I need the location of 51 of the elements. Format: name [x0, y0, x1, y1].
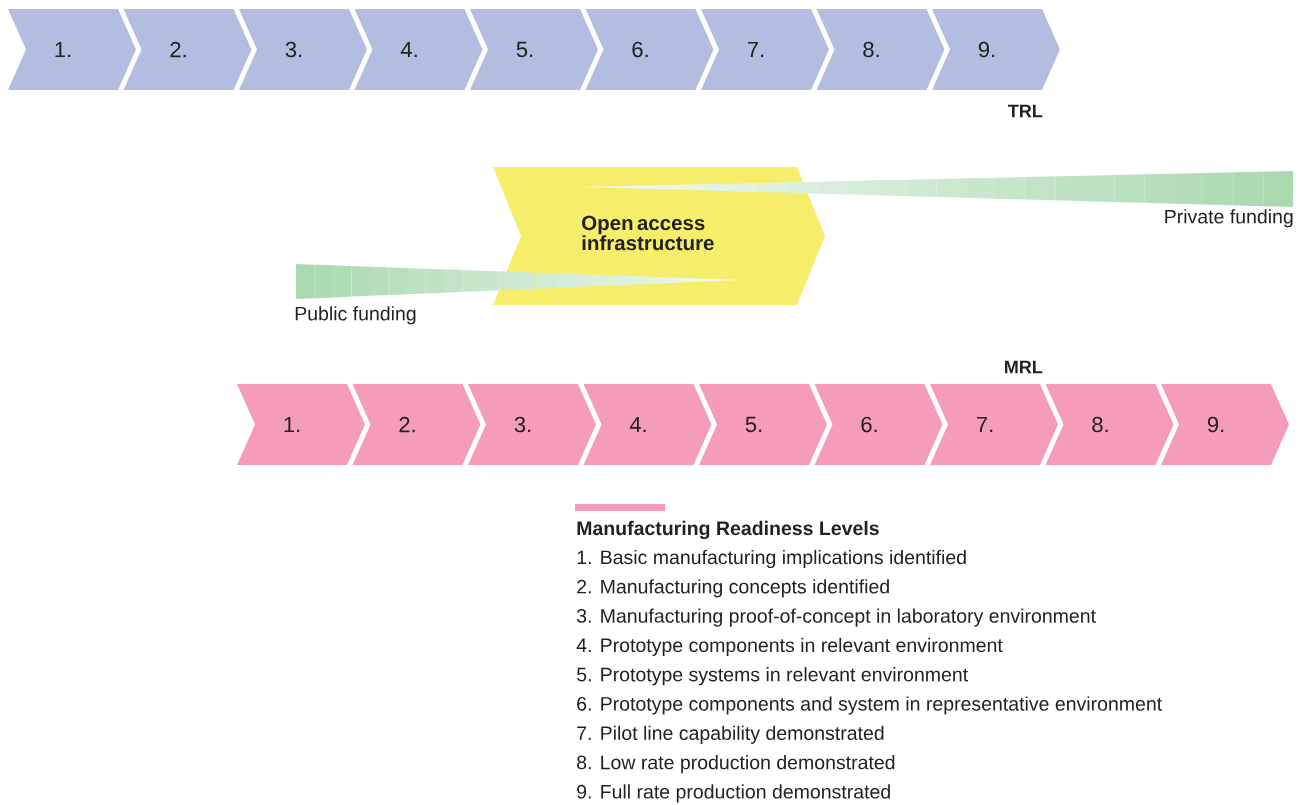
- level-step: 5.: [699, 384, 827, 465]
- node-label: 4.: [400, 41, 417, 58]
- node-label: 5.: [745, 416, 762, 433]
- node-label: 1.: [55, 41, 71, 58]
- list-item: 7. Pilot line capability demonstrated: [577, 725, 884, 744]
- node-label: Public funding: [295, 306, 416, 325]
- level-step: 3.: [468, 384, 596, 465]
- node-label: Private funding: [1165, 209, 1293, 228]
- node-label: 6.: [632, 41, 648, 58]
- list-item: 8. Low rate production demonstrated: [577, 755, 895, 774]
- list-item: 3. Manufacturing proof-of-concept in laboratory environment: [576, 608, 1096, 627]
- node-label: 8.: [863, 41, 879, 58]
- node-label: 5.: [516, 41, 533, 58]
- list-item: 6. Prototype components and system in representative environment: [577, 696, 1162, 715]
- list-item: 5. Prototype systems in relevant environment: [577, 667, 968, 686]
- level-step: 6.: [814, 384, 943, 465]
- level-step: Open access infrastructure: [493, 167, 825, 305]
- level-step: 5.: [470, 9, 598, 90]
- node-label: 9.: [978, 41, 995, 58]
- node-label: 2.: [399, 416, 415, 433]
- level-step: 9.: [1161, 384, 1289, 465]
- list-item: 2. Manufacturing concepts identified: [577, 579, 889, 598]
- level-step: 1.: [8, 9, 136, 90]
- node-label: 3.: [514, 416, 531, 433]
- level-step: 9.: [932, 9, 1060, 90]
- list-item: 9. Full rate production demonstrated: [577, 784, 890, 803]
- level-step: 4.: [583, 384, 712, 465]
- node-label: 7.: [747, 41, 764, 58]
- list-item: 1. Basic manufacturing implications identified: [577, 549, 966, 569]
- node-label: 1.: [284, 416, 300, 433]
- level-step: 8.: [816, 9, 945, 90]
- node-label: 3.: [285, 41, 302, 58]
- level-step: 4.: [354, 9, 483, 90]
- node-label: 4.: [629, 416, 646, 433]
- scale-label: MRL: [1005, 360, 1043, 374]
- node-label: 9.: [1207, 416, 1224, 433]
- level-step: 2.: [352, 384, 481, 465]
- node-label: 8.: [1092, 416, 1108, 433]
- level-step: 6.: [585, 9, 714, 90]
- node-label: 7.: [976, 416, 993, 433]
- list-item: 4. Prototype components in relevant environment: [576, 637, 1003, 656]
- legend-heading: Manufacturing Readiness Levels: [577, 520, 879, 540]
- level-step: 1.: [237, 384, 365, 465]
- scale-label: TRL: [1008, 104, 1043, 118]
- node-label: 6.: [861, 416, 877, 433]
- level-step: 8.: [1045, 384, 1174, 465]
- level-step: 7.: [701, 9, 829, 90]
- level-step: 2.: [123, 9, 252, 90]
- level-step: 3.: [239, 9, 367, 90]
- level-step: 7.: [930, 384, 1058, 465]
- node-label: 2.: [170, 41, 186, 58]
